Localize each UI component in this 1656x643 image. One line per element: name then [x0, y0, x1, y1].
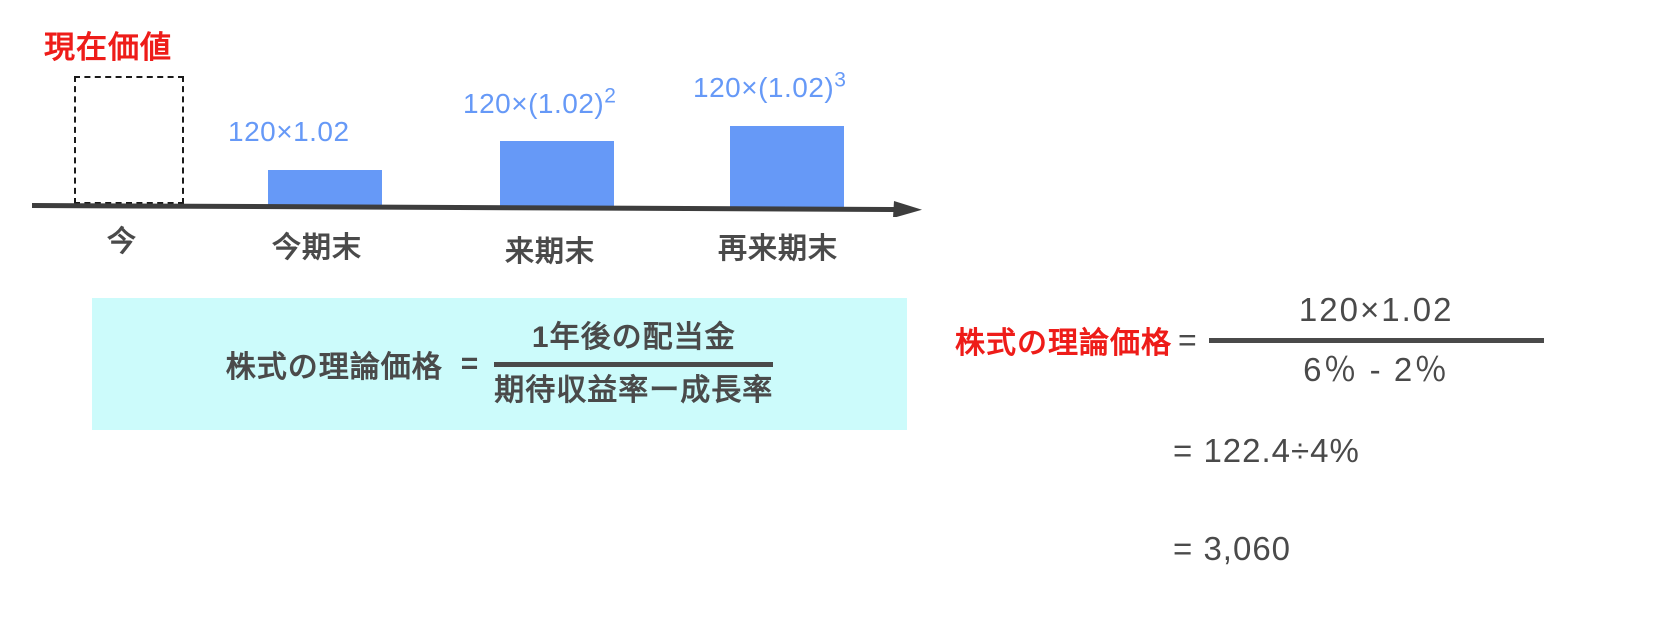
- bar-next-end: [500, 141, 614, 209]
- axis-tick-label-next-end: 来期末: [505, 236, 596, 268]
- bar-chart: 現在価値 120×1.02 120×(1.02)2 120×(1.02)3 今 …: [0, 0, 960, 280]
- bar-value-text-3: 120×(1.02): [693, 72, 835, 103]
- present-value-placeholder-bar: [74, 76, 184, 204]
- axis-tick-label-this-end: 今期末: [272, 232, 363, 264]
- axis-tick-label-now: 今: [107, 226, 138, 258]
- bar-today-end: [268, 170, 382, 208]
- bar-after-next-end: [730, 126, 844, 210]
- bar-value-text-1: 120×1.02: [228, 116, 350, 147]
- calculation-numerator: 120×1.02: [1298, 291, 1454, 328]
- bar-value-label-2: 120×(1.02)2: [463, 84, 617, 120]
- formula-lhs-label: 株式の理論価格: [225, 351, 443, 384]
- calculation-lhs-label: 株式の理論価格: [955, 327, 1172, 361]
- bar-value-exponent-2: 2: [604, 84, 617, 108]
- bar-value-label-3: 120×(1.02)3: [693, 68, 847, 104]
- formula-denominator: 期待収益率ー成長率: [494, 373, 774, 407]
- formula-fraction: 1年後の配当金 期待収益率ー成長率: [494, 319, 774, 409]
- timeline-axis-arrow: [32, 201, 922, 217]
- bar-value-label-1: 120×1.02: [228, 116, 350, 148]
- calculation-fraction-bar: [1208, 337, 1544, 343]
- formula-equals-sign: =: [460, 347, 479, 380]
- calculation-denominator: 6％ - 2％: [1303, 350, 1450, 388]
- calculation-block: 株式の理論価格 = 120×1.02 6％ - 2％ = 122.4÷4% = …: [955, 250, 1655, 600]
- calculation-step-3: = 3,060: [1173, 530, 1292, 567]
- bar-value-exponent-3: 3: [834, 68, 847, 92]
- calculation-equals-sign: =: [1178, 321, 1197, 358]
- present-value-label: 現在価値: [44, 30, 172, 65]
- calculation-row-1: 株式の理論価格 = 120×1.02 6％ - 2％: [955, 288, 1544, 392]
- calculation-step-2: = 122.4÷4%: [1173, 432, 1360, 469]
- theoretical-price-formula-panel: 株式の理論価格 = 1年後の配当金 期待収益率ー成長率: [92, 298, 907, 430]
- formula-fraction-bar: [494, 361, 774, 367]
- bar-value-text-2: 120×(1.02): [463, 88, 605, 119]
- formula-row: 株式の理論価格 = 1年後の配当金 期待収益率ー成長率: [92, 298, 907, 430]
- formula-numerator: 1年後の配当金: [531, 321, 736, 354]
- calculation-fraction: 120×1.02 6％ - 2％: [1208, 288, 1544, 392]
- axis-tick-label-after-next: 再来期末: [718, 233, 839, 265]
